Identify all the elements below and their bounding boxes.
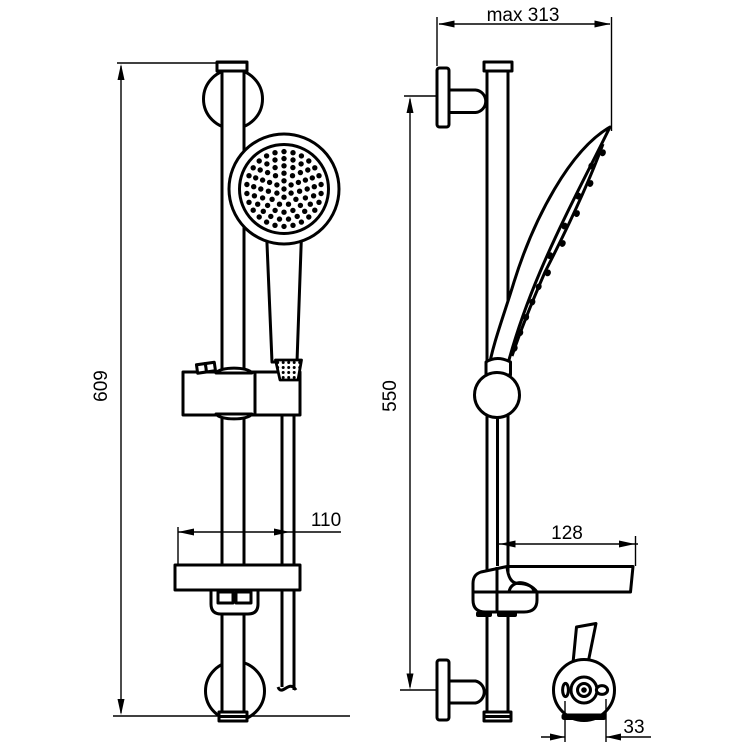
dimensions: 609 550 max 313 110 128 xyxy=(91,5,651,742)
dim-label-dish-depth: 128 xyxy=(551,523,583,544)
soap-dish-side xyxy=(471,565,635,617)
soap-dish-front xyxy=(173,563,302,616)
wall-bracket-bottom-side xyxy=(435,658,486,722)
fixing-slot-left xyxy=(561,681,570,699)
dimension-rail-length: 609 xyxy=(91,62,350,717)
wall-bracket-top-side xyxy=(435,66,488,129)
spray-face-dots xyxy=(511,149,606,352)
dim-label-max-reach: max 313 xyxy=(487,5,560,26)
dim-label-bracket-distance: 550 xyxy=(380,380,401,412)
dim-label-dish-offset: 110 xyxy=(311,510,341,531)
dim-label-rail-length: 609 xyxy=(91,370,112,402)
shower-hose xyxy=(276,415,298,692)
hose-connector xyxy=(274,358,303,382)
spray-nozzle-dots xyxy=(244,148,324,230)
front-view xyxy=(173,60,341,723)
dimension-dish-depth: 128 xyxy=(497,523,638,566)
dimension-bracket-distance: 550 xyxy=(380,95,437,691)
wall-mount-detail-view xyxy=(552,622,616,722)
slider-knob xyxy=(473,371,521,419)
slider-release-button xyxy=(194,360,217,375)
handle-collar xyxy=(484,357,512,377)
dim-label-slot-spacing: 33 xyxy=(623,717,644,738)
hand-shower-side xyxy=(473,125,612,419)
hose-outlet-tab xyxy=(571,622,598,665)
dimension-slot-spacing: 33 xyxy=(541,699,651,742)
hose-break-symbol xyxy=(276,684,298,692)
hand-shower xyxy=(227,132,341,382)
dimension-max-reach: max 313 xyxy=(436,5,613,131)
mount-base-foot xyxy=(561,713,607,720)
side-view xyxy=(435,60,635,723)
fixing-slot-right xyxy=(594,684,610,696)
dimension-dish-offset: 110 xyxy=(177,510,341,565)
